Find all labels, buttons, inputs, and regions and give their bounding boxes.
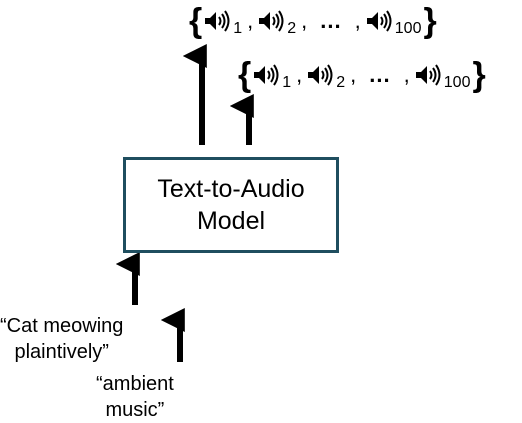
speaker-sound-icon	[259, 10, 284, 32]
output-index: 2	[336, 74, 346, 91]
output-item-1: 1	[253, 64, 291, 91]
output-item-1: 1	[204, 10, 242, 37]
output-index: 100	[394, 20, 422, 37]
close-brace: }	[472, 56, 486, 94]
model-title-line-1: Text-to-Audio	[157, 175, 305, 203]
speaker-sound-icon	[415, 64, 441, 86]
speaker-sound-icon	[308, 64, 333, 86]
output-index: 100	[443, 74, 471, 91]
comma: ,	[296, 62, 303, 87]
open-brace: {	[238, 56, 252, 94]
output-set-2: { 1 , 2 , ... , 100 }	[238, 58, 486, 92]
model-title-line-2: Model	[196, 207, 266, 235]
output-set-1: { 1 , 2 , ... , 100 }	[189, 4, 437, 38]
comma: ,	[403, 62, 410, 87]
prompt-line-2: music”	[105, 399, 165, 421]
speaker-sound-icon	[205, 10, 230, 32]
comma: ,	[247, 8, 254, 33]
output-item-2: 2	[307, 64, 345, 91]
ellipsis: ...	[369, 62, 391, 87]
output-index: 2	[287, 20, 297, 37]
open-brace: {	[189, 2, 203, 40]
prompt-ambient-music: “ambient music”	[96, 371, 174, 423]
prompt-line-1: “ambient	[96, 373, 174, 395]
output-item-2: 2	[258, 10, 296, 37]
prompt-cat-meowing: “Cat meowing plaintively”	[0, 313, 123, 365]
close-brace: }	[423, 2, 437, 40]
output-item-100: 100	[366, 10, 421, 37]
output-item-100: 100	[415, 64, 470, 91]
comma: ,	[350, 62, 357, 87]
output-index: 1	[233, 20, 243, 37]
speaker-sound-icon	[254, 64, 279, 86]
comma: ,	[301, 8, 308, 33]
ellipsis: ...	[320, 8, 342, 33]
prompt-line-1: “Cat meowing	[0, 315, 124, 337]
prompt-line-2: plaintively”	[14, 341, 109, 363]
output-index: 1	[282, 74, 292, 91]
speaker-sound-icon	[366, 10, 392, 32]
comma: ,	[354, 8, 361, 33]
text-to-audio-model-box: Text-to-Audio Model	[123, 157, 339, 253]
